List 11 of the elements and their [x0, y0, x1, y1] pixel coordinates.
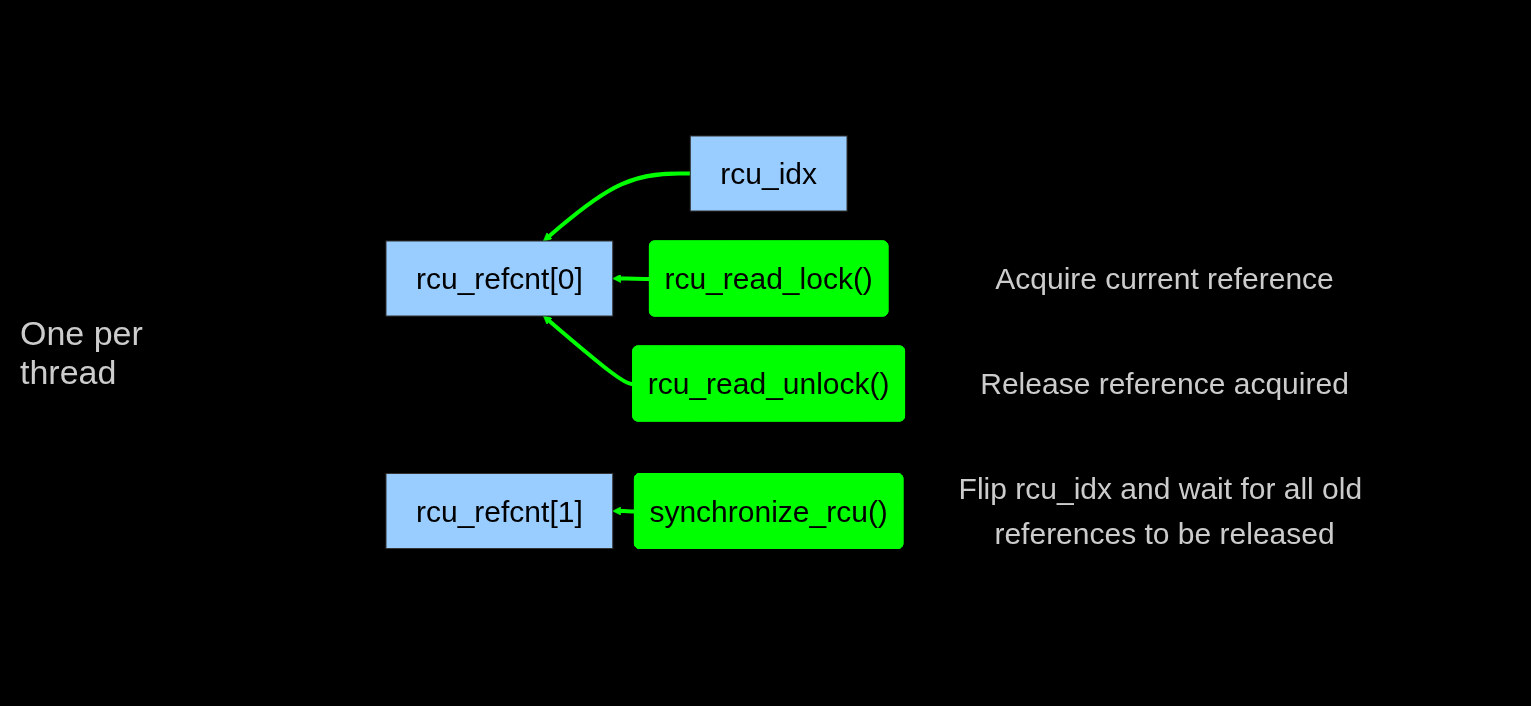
node-label: Flip rcu_idx and wait for all old references to be released [958, 471, 1363, 550]
node-label: Release reference acquired [980, 366, 1350, 400]
arrow [543, 315, 634, 386]
arrow [612, 273, 651, 283]
arrow [612, 506, 636, 515]
node-box: rcu_idx [690, 135, 848, 211]
node-label: Acquire current reference [995, 261, 1335, 295]
note-text: One per thread [20, 314, 144, 392]
arrow [543, 171, 691, 241]
node-box: rcu_refcnt[1] [385, 472, 614, 549]
node-box: rcu_refcnt[0] [385, 240, 614, 316]
